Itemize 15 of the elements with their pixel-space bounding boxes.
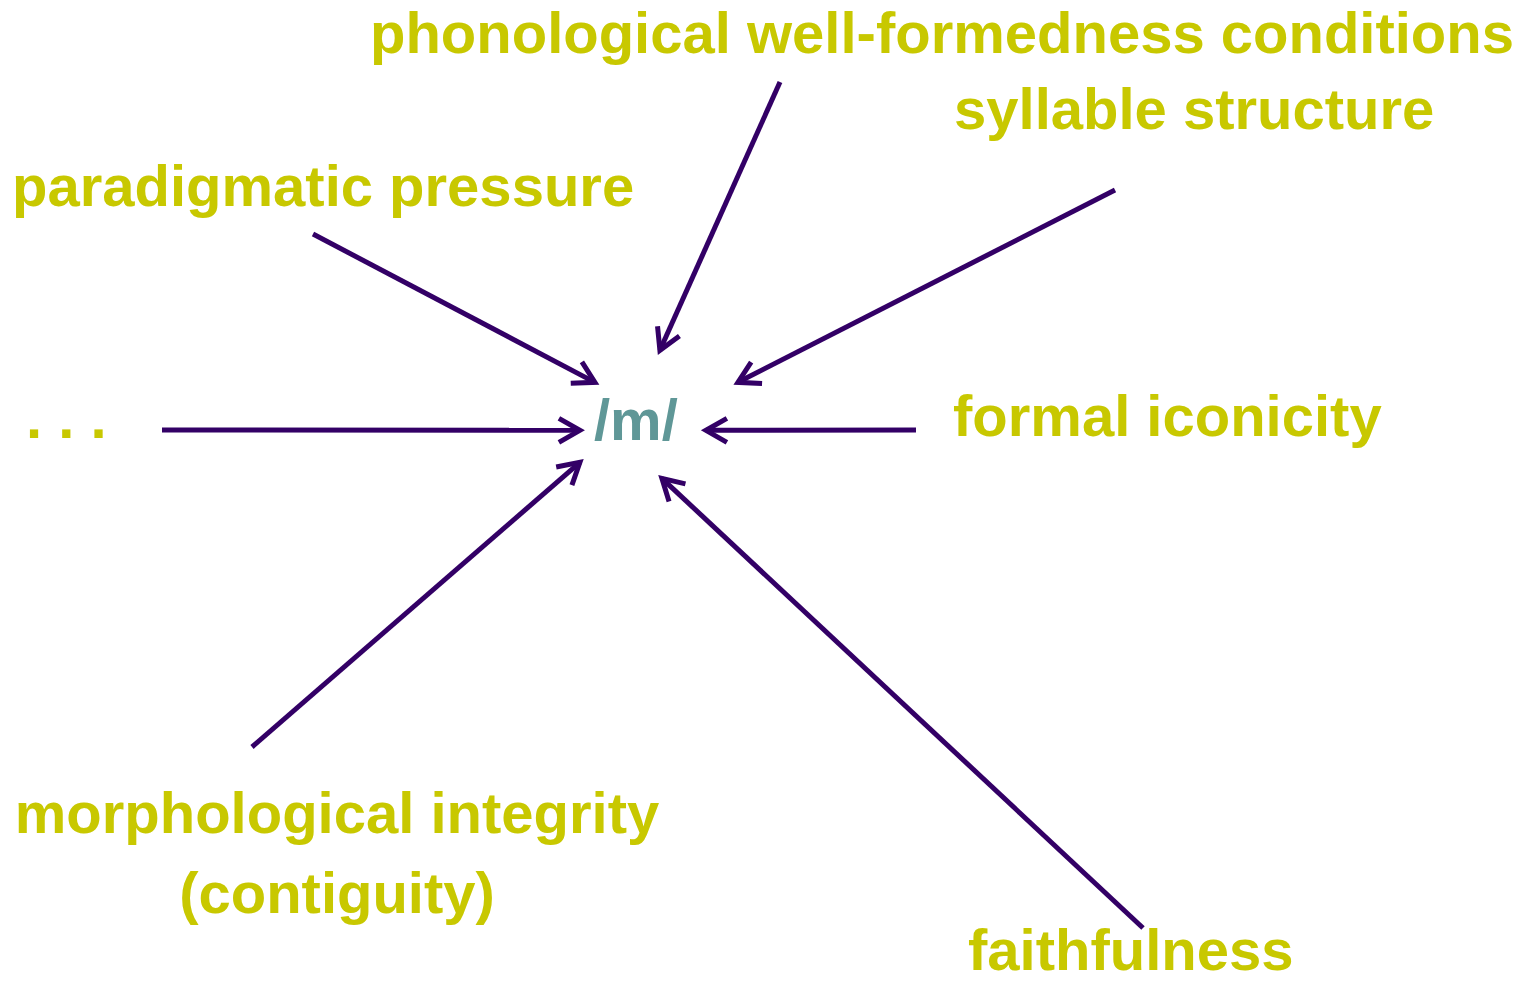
arrow [311, 231, 598, 386]
arrow [655, 81, 783, 353]
arrow [659, 475, 1145, 930]
phoneme-label: /m/ [594, 387, 678, 454]
arrow [162, 415, 583, 445]
factor-label: . . . [26, 385, 107, 452]
arrow [703, 415, 916, 445]
factor-label: paradigmatic pressure [12, 153, 635, 220]
arrow [735, 187, 1117, 386]
factor-label: faithfulness [968, 920, 1294, 981]
factor-label: formal iconicity [953, 383, 1382, 450]
factor-label: syllable structure [954, 76, 1435, 143]
factor-label: morphological integrity (contiguity) [12, 773, 662, 934]
factor-label: phonological well-formedness conditions [370, 0, 1514, 67]
arrow [250, 459, 583, 749]
